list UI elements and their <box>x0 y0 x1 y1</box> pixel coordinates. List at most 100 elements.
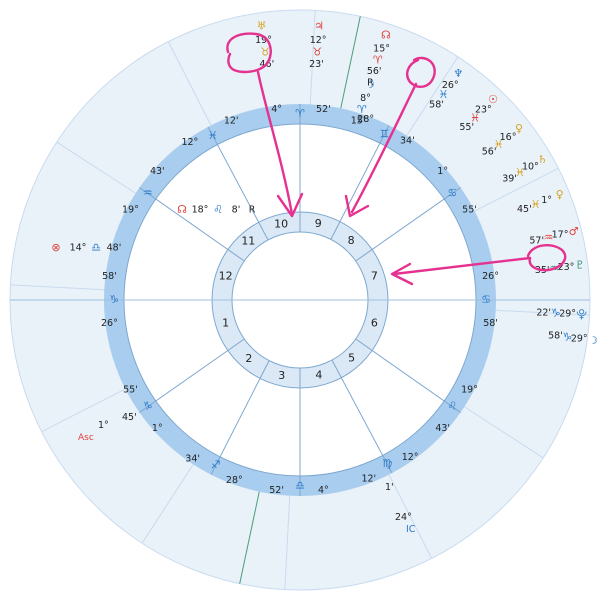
annotation-circle-lilith <box>526 244 567 272</box>
extra-point: ☊18°♌8'R <box>177 203 256 216</box>
cusp-minute: 12' <box>224 115 239 126</box>
point-minute: 48' <box>107 243 122 254</box>
planet-degree: 29° <box>559 309 576 320</box>
planet-sign-icon: ♓ <box>515 166 525 179</box>
point-minute: 8' <box>232 205 241 216</box>
cusp-minute: 12' <box>361 474 376 485</box>
point-sign-icon: ♌ <box>213 203 223 216</box>
mc-line <box>340 16 361 109</box>
house-number-2: 2 <box>245 352 252 365</box>
ascendant-label: Asc <box>78 433 94 443</box>
cusp-line-6 <box>355 338 461 413</box>
sign-divider <box>464 406 544 459</box>
cusp-degree: 26° <box>101 318 118 329</box>
planet-glyph-icon: ♂ <box>569 225 579 238</box>
planet-sign-icon: ♓ <box>494 138 504 151</box>
planet-glyph-icon: ♆ <box>453 67 463 80</box>
planet-degree: 23° <box>475 105 492 116</box>
planet-degree: 16° <box>500 132 517 143</box>
planet-label: ♆26°♓58' <box>429 67 463 111</box>
house-number-9: 9 <box>315 217 322 230</box>
planet-sign-icon: ♉ <box>260 45 270 58</box>
cusp-degree: 12° <box>402 452 419 463</box>
annotation-arrowhead-neptune <box>344 194 370 218</box>
planet-glyph-icon: ♇ <box>575 259 585 272</box>
cusp-labels: 4°♈52'12°♓12'19°♒43'26°♑58'1°♑55'28°♐34'… <box>101 104 499 496</box>
cusp-line-11 <box>207 126 269 241</box>
house-number-3: 3 <box>278 369 285 382</box>
planet-sign-icon: ♈ <box>373 53 383 66</box>
retrograde-marker: R <box>249 205 256 216</box>
sign-divider <box>495 309 590 316</box>
planet-minute: 57' <box>529 235 544 246</box>
house-number-5: 5 <box>348 351 355 364</box>
planet-minute: 56' <box>367 66 382 77</box>
planet-label: ♃12°♉23' <box>309 20 326 70</box>
annotation-arrow-lilith <box>392 256 532 276</box>
cusp-sign-icon: ♌ <box>447 400 457 413</box>
cusp-degree: 4° <box>271 104 282 115</box>
cusp-sign-icon: ♋ <box>447 186 457 199</box>
planet-minute: 45' <box>517 204 532 215</box>
sign-divider <box>56 141 136 194</box>
planet-glyph-icon: ☊ <box>381 29 391 42</box>
planet-glyph-icon: ♃ <box>314 20 324 33</box>
planet-degree: 8° <box>360 93 371 104</box>
point-glyph-icon: ⊗ <box>51 241 60 254</box>
planet-minute: 58' <box>429 100 444 111</box>
cusp-sign-icon: ♊ <box>380 127 390 140</box>
cusp-minute: 55' <box>462 204 477 215</box>
cusp-line-3 <box>210 360 270 475</box>
point-glyph-icon: ☊ <box>177 203 187 216</box>
cusp-sign-icon: ♑ <box>109 293 119 306</box>
planet-minute: 58' <box>548 330 563 341</box>
annotation-arrow-uranus <box>256 70 294 216</box>
planet-label: ☊15°♈56'R <box>367 29 391 89</box>
annotation-arrowhead-lilith <box>390 262 414 286</box>
house-number-11: 11 <box>241 235 255 248</box>
point-degree: 14° <box>70 243 87 254</box>
cusp-line-12 <box>139 187 245 262</box>
cusp-minute: 52' <box>316 104 331 115</box>
planet-labels: ♅19°♉46'♃12°♉23'☊15°♈56'R☽8°♈15'♆26°♓58'… <box>51 20 598 348</box>
planet-label: ☽29°♑58' <box>548 330 598 347</box>
planet-sign-icon: ♉ <box>312 46 322 59</box>
planet-sign-icon: ♑ <box>551 306 561 319</box>
cusp-minute: 58' <box>102 271 117 282</box>
cusp-line-8 <box>355 187 461 262</box>
cusp-degree: 28° <box>357 114 374 125</box>
annotation-circle-uranus <box>226 32 272 74</box>
sign-divider <box>309 10 316 105</box>
extra-point: ⊗14°♎48' <box>51 241 121 254</box>
cusp-minute: 34' <box>185 454 200 465</box>
cusp-sign-icon: ♑ <box>143 400 153 413</box>
sign-divider <box>474 167 559 212</box>
planet-glyph-icon: ☽ <box>365 78 375 91</box>
cusp-sign-icon: ♈ <box>295 107 305 120</box>
planet-sign-icon: ♓ <box>438 88 448 101</box>
house-number-6: 6 <box>371 316 378 329</box>
ascendant-deg: 1° <box>98 420 109 431</box>
planet-degree: 29° <box>571 334 588 345</box>
cusp-degree: 4° <box>318 485 329 496</box>
planet-degree: 26° <box>442 80 459 91</box>
planet-glyph-icon: ♀ <box>556 188 564 201</box>
cusp-sign-icon: ♋ <box>481 293 491 306</box>
planet-minute: 55' <box>459 122 474 133</box>
cusp-degree: 12° <box>181 137 198 148</box>
planet-glyph-icon: ⯓ <box>576 308 587 321</box>
planet-sign-icon: ♈ <box>357 103 367 116</box>
house-number-8: 8 <box>348 234 355 247</box>
cusp-sign-icon: ♒ <box>143 186 153 199</box>
sign-divider <box>41 388 126 433</box>
cusp-minute: 34' <box>400 135 415 146</box>
cusp-line-9 <box>330 125 390 240</box>
cusp-minute: 55' <box>123 385 138 396</box>
planet-glyph-icon: ♀ <box>515 122 523 135</box>
planet-sign-icon: ♓ <box>531 198 541 211</box>
planet-degree: 12° <box>310 35 327 46</box>
pink-annotations <box>226 32 567 286</box>
cusp-sign-icon: ♍ <box>382 457 392 470</box>
planet-degree: 1° <box>541 195 552 206</box>
